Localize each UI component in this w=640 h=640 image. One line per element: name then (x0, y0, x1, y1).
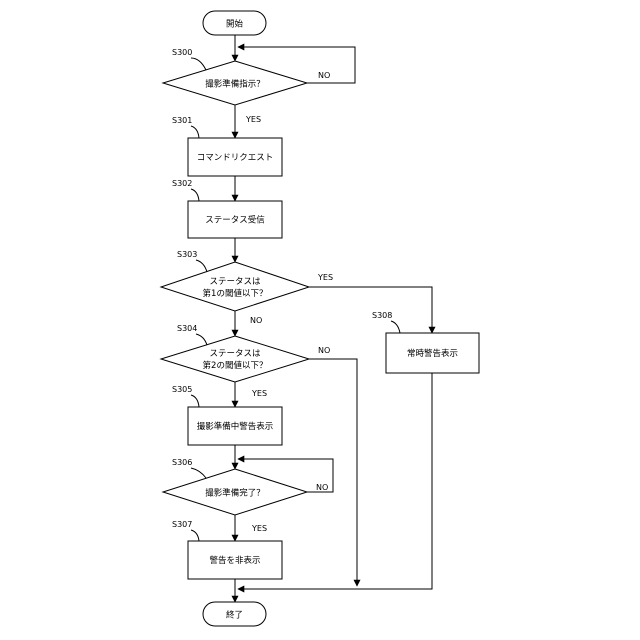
node-end-label: 終了 (226, 610, 243, 621)
step-label-s300: S300 (172, 48, 192, 57)
leader-s306 (191, 468, 206, 478)
decision-s306-label: 撮影準備完了？ (205, 488, 265, 499)
decision-s300: 撮影準備指示？ (163, 61, 307, 105)
decision-s304-label-1: ステータスは (209, 349, 261, 359)
decision-s304: ステータスは 第2の閾値以下？ (161, 336, 309, 382)
decision-s303-label-2: 第1の閾値以下？ (203, 288, 268, 299)
leader-s305 (191, 395, 199, 407)
node-start-label: 開始 (226, 19, 244, 30)
process-s305: 撮影準備中警告表示 (188, 407, 282, 445)
leader-s301 (191, 126, 199, 138)
step-label-s301: S301 (172, 116, 192, 125)
step-label-s304: S304 (177, 324, 197, 333)
decision-s300-label: 撮影準備指示？ (205, 79, 265, 90)
step-label-s307: S307 (172, 520, 192, 529)
decision-s303: ステータスは 第1の閾値以下？ (161, 262, 309, 311)
decision-s306: 撮影準備完了？ (163, 469, 307, 515)
edge-label-s303-no: NO (250, 316, 262, 325)
process-s307: 警告を非表示 (188, 541, 282, 579)
process-s301-label: コマンドリクエスト (197, 153, 274, 163)
step-label-s303: S303 (177, 250, 197, 259)
edge-label-s304-yes: YES (251, 389, 267, 398)
node-end: 終了 (203, 602, 266, 626)
connectors (235, 35, 432, 602)
process-s308: 常時警告表示 (386, 333, 479, 373)
process-s308-label: 常時警告表示 (407, 348, 458, 359)
step-label-s308: S308 (372, 311, 392, 320)
leader-s302 (191, 189, 199, 201)
step-label-s305: S305 (172, 385, 192, 394)
node-start: 開始 (203, 11, 266, 35)
process-s305-label: 撮影準備中警告表示 (197, 421, 274, 432)
edge-s303-yes-to-s308 (309, 287, 432, 333)
edge-label-s306-no: NO (316, 483, 328, 492)
edge-label-s300-no: NO (318, 71, 330, 80)
decision-s303-label-1: ステータスは (209, 277, 261, 287)
process-s301: コマンドリクエスト (188, 138, 282, 176)
leader-s303 (196, 260, 207, 272)
edge-label-s300-yes: YES (245, 115, 261, 124)
step-label-s306: S306 (172, 458, 192, 467)
edge-label-s303-yes: YES (317, 273, 333, 282)
edge-label-s304-no: NO (318, 346, 330, 355)
step-label-s302: S302 (172, 179, 192, 188)
decision-s304-label-2: 第2の閾値以下？ (203, 360, 268, 371)
process-s307-label: 警告を非表示 (209, 555, 260, 566)
leader-s304 (196, 334, 207, 345)
leader-s308 (391, 321, 400, 333)
leader-s300 (191, 58, 206, 70)
edge-label-s306-yes: YES (251, 524, 267, 533)
process-s302: ステータス受信 (188, 201, 282, 238)
process-s302-label: ステータス受信 (205, 215, 265, 226)
leader-s307 (191, 530, 199, 541)
